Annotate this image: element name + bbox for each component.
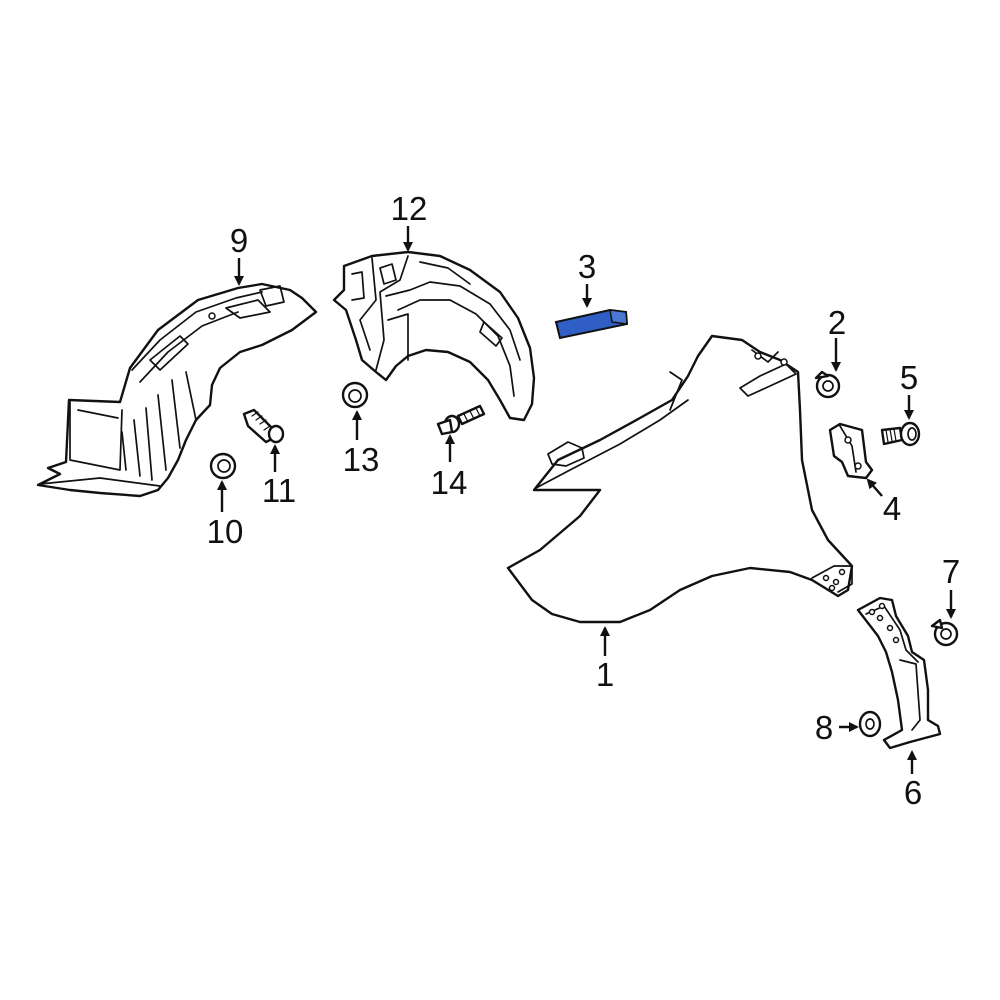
callout-2: 2 [828, 304, 846, 341]
callout-5: 5 [900, 359, 918, 396]
callout-4: 4 [883, 490, 901, 527]
part-6-lower-bracket[interactable] [856, 596, 942, 750]
callout-7: 7 [942, 553, 960, 590]
part-7-nut[interactable] [930, 618, 959, 647]
callout-14: 14 [431, 464, 468, 501]
callout-12: 12 [391, 190, 428, 227]
callout-9: 9 [230, 222, 248, 259]
part-4-bracket[interactable] [828, 422, 874, 480]
part-13-nut[interactable] [341, 381, 369, 409]
part-10-nut[interactable] [209, 452, 237, 480]
part-5-bolt[interactable] [880, 421, 921, 447]
leader-4 [866, 478, 883, 497]
part-2-nut[interactable] [814, 370, 841, 399]
part-1-fender[interactable] [506, 334, 854, 624]
part-14-screw[interactable] [436, 404, 486, 436]
callout-3: 3 [578, 248, 596, 285]
part-12-splash-shield[interactable] [332, 250, 536, 422]
part-9-fender-liner[interactable] [36, 282, 318, 498]
callout-labels: 1 2 3 4 5 6 7 8 9 10 11 12 13 14 [207, 190, 961, 811]
callout-6: 6 [904, 774, 922, 811]
callout-8: 8 [815, 709, 833, 746]
callout-leaders [217, 226, 956, 774]
callout-11: 11 [262, 472, 296, 509]
callout-13: 13 [343, 441, 380, 478]
callout-10: 10 [207, 513, 244, 550]
part-3-insulator[interactable] [554, 308, 629, 340]
callout-1: 1 [596, 656, 614, 693]
part-8-washer[interactable] [858, 710, 882, 738]
part-11-clip[interactable] [242, 408, 285, 444]
